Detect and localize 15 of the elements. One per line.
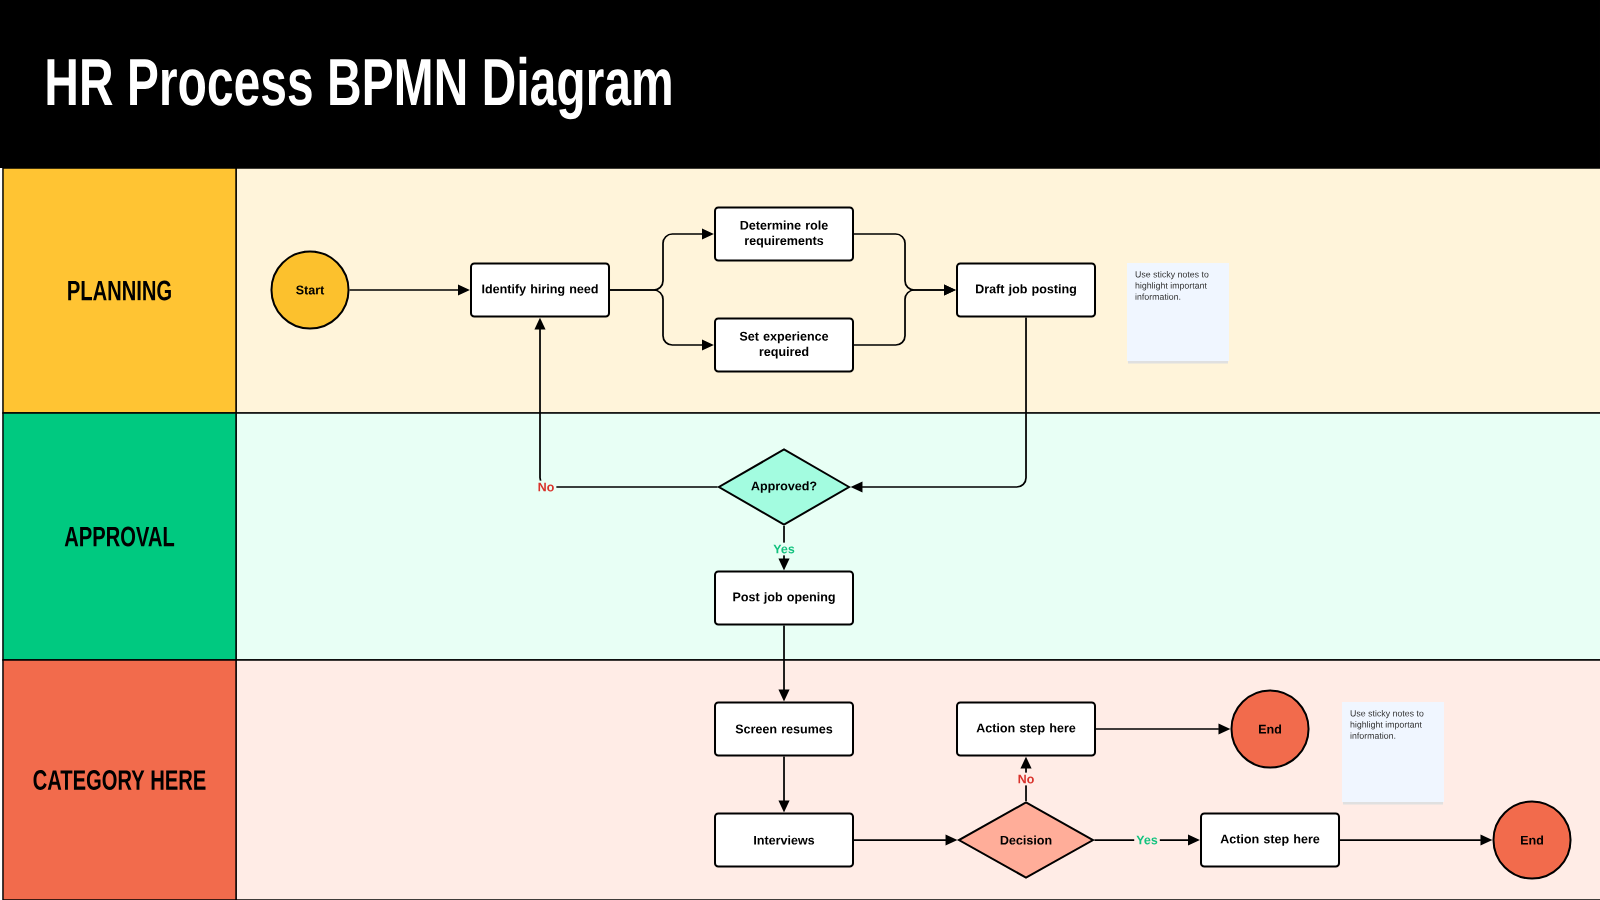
process-box: Draft job posting [956,262,1096,318]
process-box: Action step here [956,701,1096,757]
process-box: Determine role requirements [714,206,854,262]
lane-header: PLANNING [2,167,237,414]
process-box: Set experience required [714,317,854,373]
lane-header: APPROVAL [2,412,237,661]
process-box: Identify hiring need [470,262,610,318]
title: HR Process BPMN Diagram [47,56,671,120]
process-box: Screen resumes [714,701,854,757]
process-box: Interviews [714,812,854,868]
sticky-note: Use sticky notes to highlight important information. [1342,702,1444,802]
sticky-note: Use sticky notes to highlight important information. [1127,263,1229,361]
lane-header: CATEGORY HERE [2,659,237,900]
process-box: Post job opening [714,570,854,626]
process-box: Action step here [1200,812,1340,868]
